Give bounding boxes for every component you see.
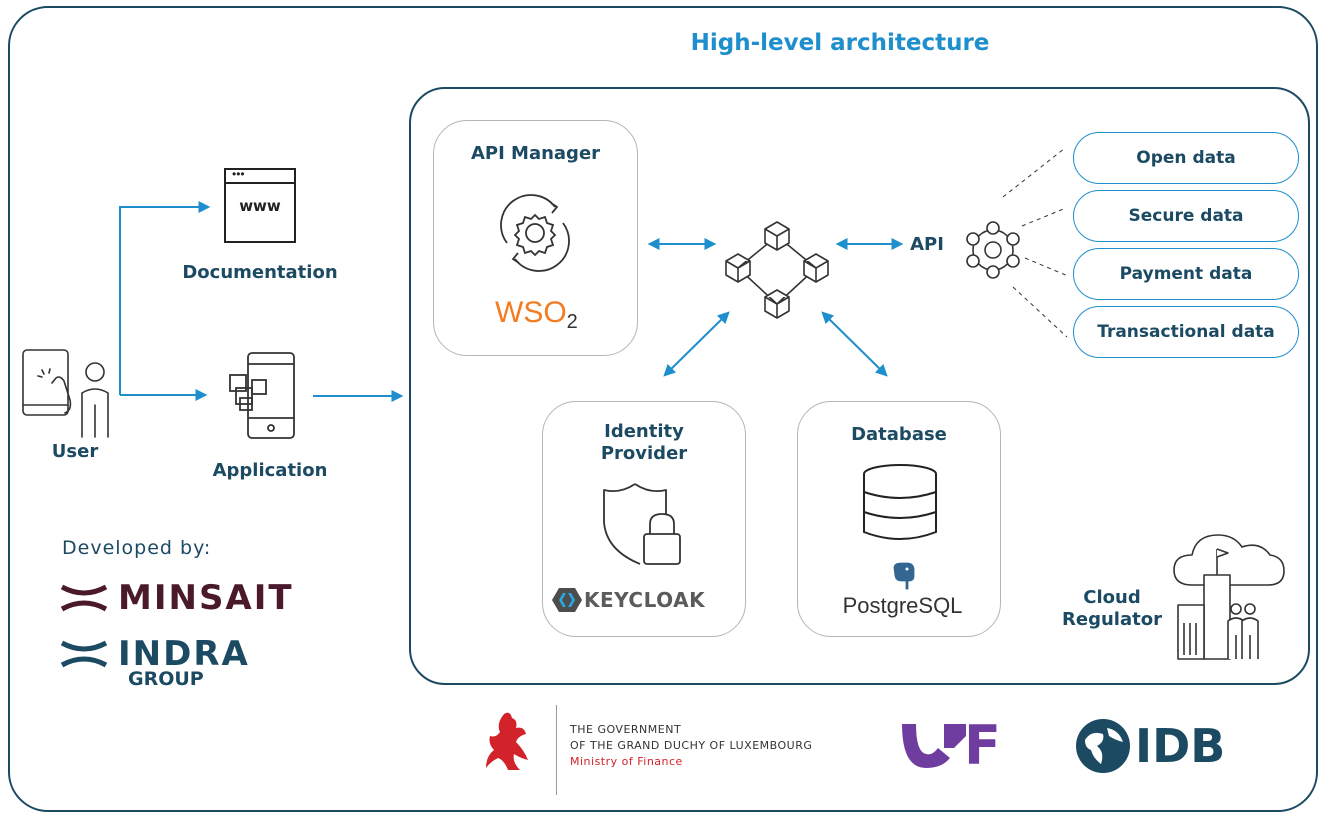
api-manager-label: API Manager [470, 143, 601, 164]
data-pill-secure: Secure data [1073, 190, 1299, 242]
wso2-logo: WSO2 [495, 296, 578, 333]
cloud-regulator-label: Cloud Regulator [1062, 587, 1162, 630]
cmf-logo: F [898, 718, 1001, 774]
postgresql-logo: PostgreSQL [830, 560, 975, 622]
government-divider [556, 705, 557, 795]
application-label: Application [212, 460, 328, 481]
luxembourg-lion-icon [486, 712, 528, 770]
database-label: Database [851, 424, 947, 445]
browser-icon: ••• www [224, 168, 296, 243]
api-label: API [910, 234, 944, 255]
cloud-building-icon [1173, 534, 1285, 660]
keycloak-hex-icon [552, 588, 582, 612]
gear-cycle-icon [500, 194, 570, 272]
indra-logo: INDRA GROUP [60, 634, 250, 690]
elephant-icon [891, 561, 916, 591]
user-label: User [51, 441, 99, 462]
minsait-logo: MINSAIT [60, 578, 294, 618]
network-cubes-icon [725, 221, 829, 319]
cmf-mark-icon [902, 724, 966, 768]
api-hub-icon [966, 221, 1020, 279]
identity-provider-label: Identity Provider [600, 421, 688, 464]
architecture-container [409, 87, 1310, 685]
page-title: High-level architecture [690, 30, 990, 56]
data-pill-payment: Payment data [1073, 248, 1299, 300]
api-manager-box [433, 120, 638, 356]
keycloak-logo: KEYCLOAK [552, 586, 742, 614]
data-pill-open: Open data [1073, 132, 1299, 184]
documentation-label: Documentation [182, 262, 338, 283]
idb-globe-icon [1076, 719, 1130, 773]
indra-mark-icon [60, 640, 108, 668]
data-pill-transactional: Transactional data [1073, 306, 1299, 358]
idb-logo: IDB [1075, 718, 1225, 774]
minsait-mark-icon [60, 584, 108, 612]
developed-by-text: Developed by: [62, 537, 212, 559]
mobile-app-icon [229, 352, 295, 439]
government-text: THE GOVERNMENT OF THE GRAND DUCHY OF LUX… [570, 723, 813, 768]
shield-lock-icon [603, 483, 681, 565]
user-tablet-icon [22, 349, 109, 438]
database-stack-icon [863, 464, 937, 540]
